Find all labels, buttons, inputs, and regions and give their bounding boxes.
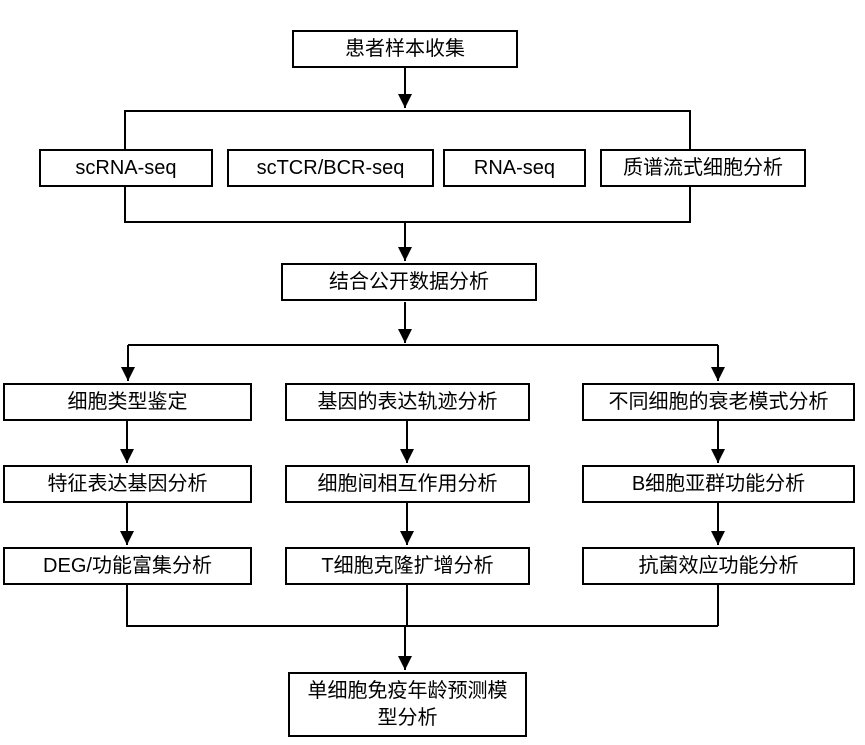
node-tcell-clonal-expansion-analysis: T细胞克隆扩增分析 (285, 547, 530, 585)
node-public-data-integration: 结合公开数据分析 (281, 263, 537, 301)
node-patient-sample-collection: 患者样本收集 (292, 30, 518, 68)
node-cell-type-identification: 细胞类型鉴定 (3, 383, 252, 421)
node-gene-expression-trajectory-analysis: 基因的表达轨迹分析 (285, 383, 530, 421)
node-bcell-subset-function-analysis: B细胞亚群功能分析 (582, 465, 855, 503)
node-cell-aging-pattern-analysis: 不同细胞的衰老模式分析 (582, 383, 855, 421)
node-immune-age-prediction-model: 单细胞免疫年龄预测模型分析 (288, 672, 527, 737)
node-feature-gene-expression-analysis: 特征表达基因分析 (3, 465, 252, 503)
node-antibacterial-effect-function-analysis: 抗菌效应功能分析 (582, 547, 855, 585)
node-sctcr-bcr-seq: scTCR/BCR-seq (227, 149, 434, 187)
node-deg-enrichment-analysis: DEG/功能富集分析 (3, 547, 252, 585)
node-scrna-seq: scRNA-seq (39, 149, 213, 187)
node-mass-cytometry: 质谱流式细胞分析 (600, 149, 806, 187)
node-rna-seq: RNA-seq (443, 149, 586, 187)
node-cell-cell-interaction-analysis: 细胞间相互作用分析 (285, 465, 530, 503)
